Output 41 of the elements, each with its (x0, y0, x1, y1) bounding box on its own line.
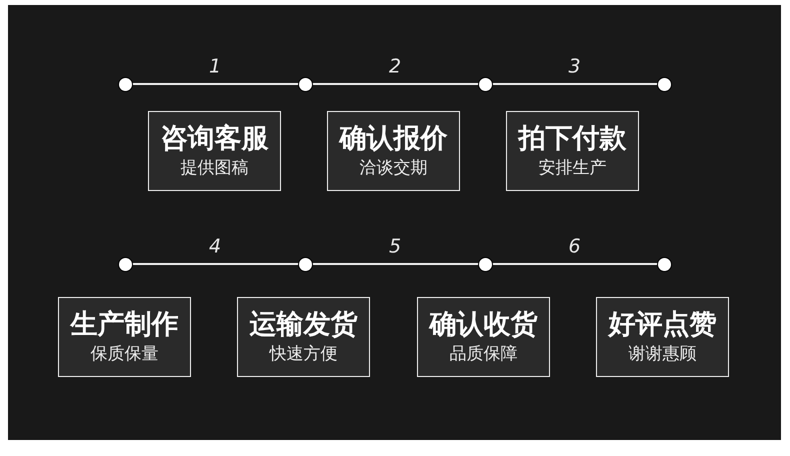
step-detail: 洽谈交期 (360, 158, 428, 179)
step-title: 生产制作 (70, 309, 178, 340)
edge-label: 5 (388, 238, 402, 256)
timeline-line (132, 263, 298, 265)
step-title: 确认报价 (340, 123, 448, 154)
step-box (148, 111, 281, 191)
edge-label: 2 (388, 58, 402, 76)
step-detail: 品质保障 (450, 344, 518, 365)
edge-label: 4 (208, 238, 222, 256)
step-detail: 谢谢惠顾 (628, 344, 696, 365)
timeline-line (312, 263, 478, 265)
step-detail: 快速方便 (270, 344, 338, 365)
step-detail: 安排生产 (538, 158, 606, 179)
step-box (58, 297, 191, 377)
timeline-line (492, 83, 658, 85)
step-box (327, 111, 460, 191)
timeline-line (132, 83, 298, 85)
step-box (596, 297, 729, 377)
step-title: 好评点赞 (608, 309, 716, 340)
step-detail: 提供图稿 (180, 158, 248, 179)
step-box (506, 111, 639, 191)
timeline-dot (658, 258, 670, 270)
step-detail: 保质保量 (90, 344, 158, 365)
step-title: 确认收货 (430, 309, 538, 340)
step-box (237, 297, 370, 377)
timeline-line (312, 83, 478, 85)
timeline-dot (478, 78, 492, 90)
step-title: 咨询客服 (160, 123, 268, 154)
timeline-dot (118, 258, 132, 270)
edge-label: 6 (567, 238, 582, 256)
timeline-dot (478, 258, 492, 270)
step-box (417, 297, 550, 377)
edge-label: 3 (567, 58, 582, 76)
step-title: 拍下付款 (518, 123, 626, 154)
timeline-dot (658, 78, 670, 90)
timeline-dot (298, 78, 312, 90)
timeline-dot (298, 258, 312, 270)
timeline-line (492, 263, 658, 265)
timeline-dot (118, 78, 132, 90)
edge-label: 1 (208, 58, 222, 76)
step-title: 运输发货 (250, 309, 358, 340)
